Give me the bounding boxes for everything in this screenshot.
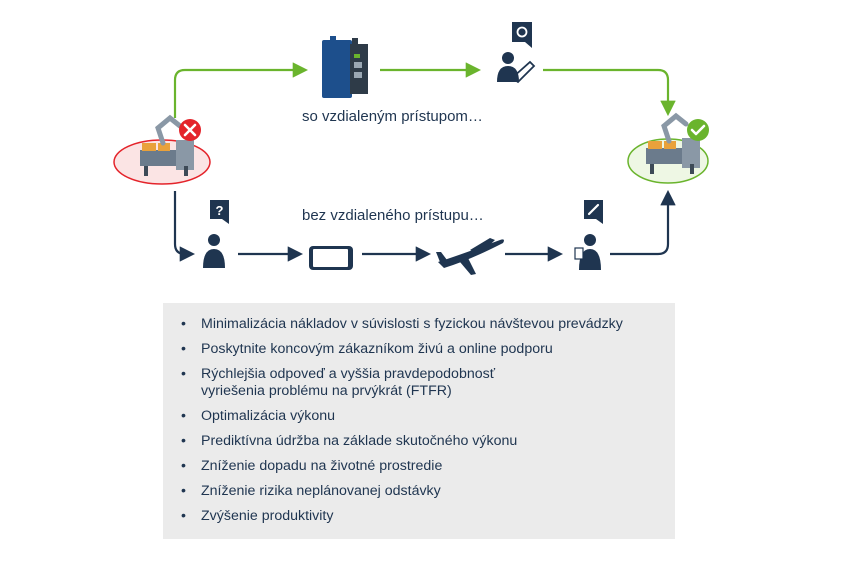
robot-arm-machine-ok-icon (627, 112, 709, 184)
benefit-text: Zníženie rizika neplánovanej odstávky (201, 483, 441, 499)
ok-check-badge-icon (687, 119, 709, 141)
error-x-badge-icon (179, 119, 201, 141)
airplane-icon (436, 238, 504, 275)
benefit-text: Rýchlejšia odpoveď a vyššia pravdepodobn… (201, 366, 496, 399)
green-arrow-technician-to-machine (543, 68, 676, 117)
benefit-item: Poskytnite koncovým zákazníkom živú a on… (181, 341, 659, 358)
navy-arrow-technician-to-machine (610, 189, 676, 256)
benefit-item: Optimalizácia výkonu (181, 408, 659, 425)
gear-chat-bubble-icon (512, 22, 532, 48)
technician-laptop-icon (497, 52, 536, 84)
benefit-item: Zníženie dopadu na životné prostredie (181, 458, 659, 475)
benefit-item: Rýchlejšia odpoveď a vyššia pravdepodobn… (181, 366, 659, 400)
gateway-device-icon (322, 36, 368, 98)
question-chat-bubble-icon: ? (210, 200, 229, 224)
benefit-item: Zníženie rizika neplánovanej odstávky (181, 483, 659, 500)
benefit-item: Prediktívna údržba na základe skutočného… (181, 433, 659, 450)
no-remote-access-label: bez vzdialeného prístupu… (302, 207, 484, 224)
svg-text:?: ? (216, 203, 224, 218)
green-arrow-machine-to-gateway (173, 62, 309, 118)
process-diagram: ? (113, 22, 709, 275)
benefit-text: Optimalizácia výkonu (201, 408, 336, 424)
smartphone-icon (309, 246, 353, 270)
benefit-text: Zvýšenie produktivity (201, 508, 334, 524)
technician-clipboard-icon (574, 234, 601, 270)
person-question-icon (203, 234, 225, 268)
robot-arm-machine-error-icon (113, 114, 211, 185)
benefits-list: Minimalizácia nákladov v súvislosti s fy… (181, 316, 659, 525)
benefit-item: Zvýšenie produktivity (181, 508, 659, 525)
wrench-chat-bubble-icon (584, 200, 603, 224)
remote-access-label: so vzdialeným prístupom… (302, 108, 483, 125)
benefit-item: Minimalizácia nákladov v súvislosti s fy… (181, 316, 659, 333)
benefit-text: Prediktívna údržba na základe skutočného… (201, 433, 518, 449)
benefits-box: Minimalizácia nákladov v súvislosti s fy… (163, 303, 675, 539)
benefit-text: Poskytnite koncovým zákazníkom živú a on… (201, 341, 553, 357)
benefit-text: Minimalizácia nákladov v súvislosti s fy… (201, 316, 623, 332)
navy-arrow-machine-to-person (173, 191, 196, 262)
benefit-text: Zníženie dopadu na životné prostredie (201, 458, 443, 474)
